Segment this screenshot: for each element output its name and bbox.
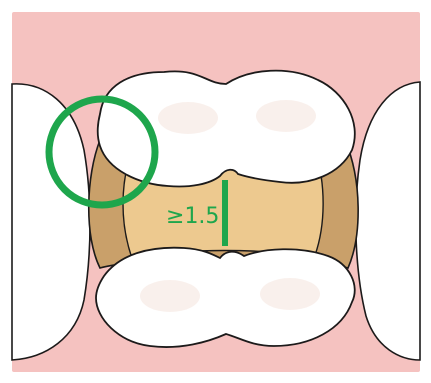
crown-highlight (256, 100, 316, 132)
highlight-circle-margin (45, 95, 159, 209)
thickness-measurement-label: ≥1.5 (166, 204, 219, 229)
measurement-value: 1.5 (184, 204, 219, 229)
crown-highlight (260, 278, 320, 310)
crown-upper-cusp (96, 69, 356, 188)
crown-highlight (158, 102, 218, 134)
crown-lower-cusp (95, 246, 356, 348)
crown-highlight (140, 280, 200, 312)
greater-equal-symbol: ≥ (166, 204, 184, 229)
